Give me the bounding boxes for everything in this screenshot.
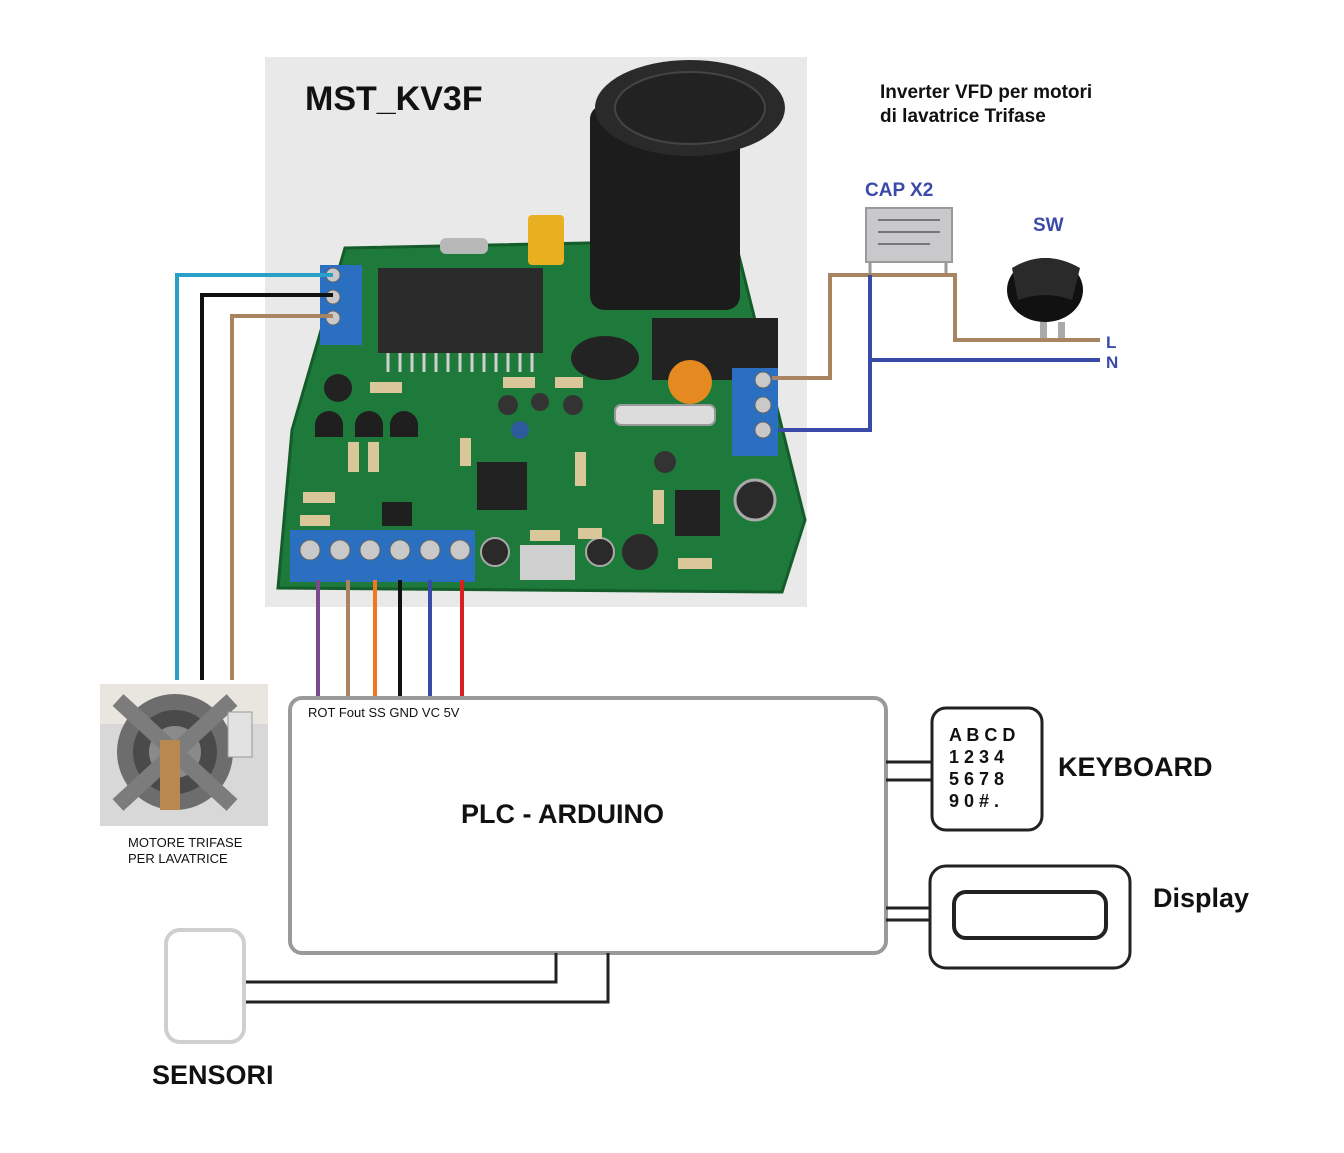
keyboard-row: A B C D [949,725,1015,745]
plc-title: PLC - ARDUINO [461,799,664,829]
igbt-pins [386,353,534,372]
display-label: Display [1153,883,1249,913]
electrolytic-capacitor [590,105,740,310]
sensor-wiring [244,953,610,1004]
board-description-line2: di lavatrice Trifase [880,106,1046,127]
keyboard-row: 5 6 7 8 [949,769,1004,789]
plc-box [288,696,888,955]
inductor [622,534,658,570]
x2-capacitor [865,207,953,275]
switch-label: SW [1033,215,1064,236]
board-title: MST_KV3F [305,80,483,118]
rocker-switch [1007,258,1083,340]
relay [520,545,575,580]
small-capacitor [324,374,352,402]
inverter-board [265,57,807,607]
board-description-line1: Inverter VFD per motori [880,82,1092,103]
plc-pins-label: ROT Fout SS GND VC 5V [308,705,460,720]
display-screen [952,890,1108,940]
diode-bridge [571,336,639,380]
ic-chip [675,490,720,536]
keyboard-connection [886,760,932,782]
mains-wiring [772,273,1100,432]
fuse [614,404,716,426]
line-label: L [1106,333,1116,352]
keyboard-row: 9 0 # . [949,791,999,811]
control-wiring [316,580,464,698]
power-resistor [440,238,488,254]
control-terminal-block [290,530,475,582]
motor-wiring [175,273,333,680]
keyboard-row: 1 2 3 4 [949,747,1004,767]
keyboard-label: KEYBOARD [1058,752,1213,782]
motor-caption-line1: MOTORE TRIFASE [128,835,243,850]
sensor-box [164,928,246,1044]
motor-terminal-block [320,265,362,345]
motor-photo [100,684,268,826]
varistor [668,360,712,404]
yellow-capacitor [528,215,564,265]
sensors-label: SENSORI [152,1060,274,1090]
keyboard-box [930,706,1044,832]
display-connection [886,906,930,922]
neutral-label: N [1106,353,1118,372]
capacitor-label: CAP X2 [865,180,933,201]
mains-terminal-block [732,368,778,456]
motor-caption-line2: PER LAVATRICE [128,851,228,866]
igbt-module [378,268,543,353]
ic-chip [477,462,527,510]
